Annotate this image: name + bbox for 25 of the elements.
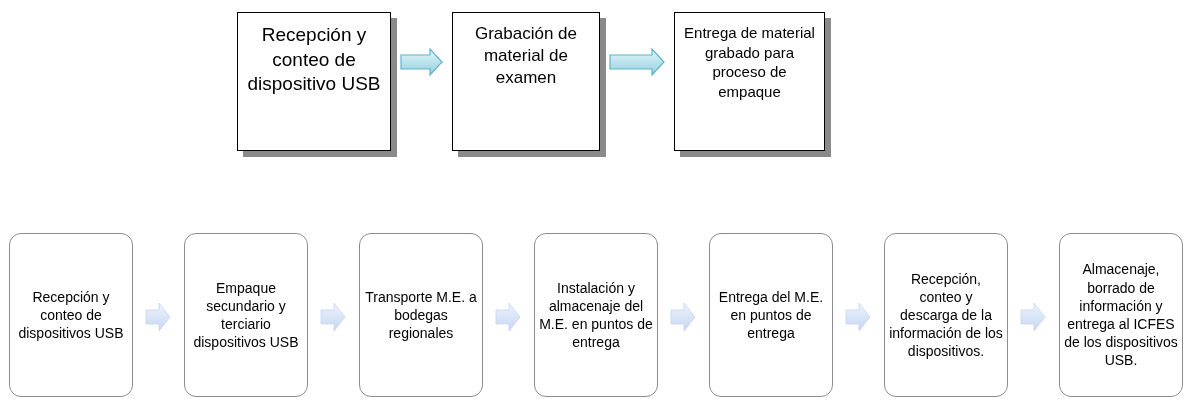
step-text: Almacenaje, borrado de información y entrega al ICFES de los dispositivos USB. (1064, 260, 1178, 370)
block-arrow (145, 302, 171, 332)
step-text: Transporte M.E. a bodegas regionales (364, 287, 478, 343)
step-text: Recepción, conteo y descarga de la información de los dispositivos. (889, 269, 1003, 361)
process-box (884, 233, 1008, 397)
process-box (359, 233, 483, 397)
process-box (1059, 233, 1183, 397)
step-text: Empaque secundario y terciario dispositivos USB (192, 278, 300, 352)
step-text: Grabación de material de examen (473, 23, 579, 90)
process-box (534, 233, 658, 397)
block-arrow (1020, 302, 1046, 332)
block-arrow (845, 302, 871, 332)
step-text: Entrega de material grabado para proceso de empaque (683, 23, 816, 102)
process-box (9, 233, 133, 397)
block-arrow (495, 302, 521, 332)
process-box (709, 233, 833, 397)
block-arrow (609, 47, 665, 77)
step-text: Recepción y conteo de dispositivo USB (246, 23, 382, 97)
block-arrow (400, 47, 443, 77)
step-text: Recepción y conteo de dispositivos USB (17, 287, 125, 343)
step-text: Entrega del M.E. en puntos de entrega (717, 287, 825, 343)
step-text: Instalación y almacenaje del M.E. en puntos de entrega (539, 278, 653, 352)
block-arrow (320, 302, 346, 332)
block-arrow (670, 302, 696, 332)
process-box (184, 233, 308, 397)
